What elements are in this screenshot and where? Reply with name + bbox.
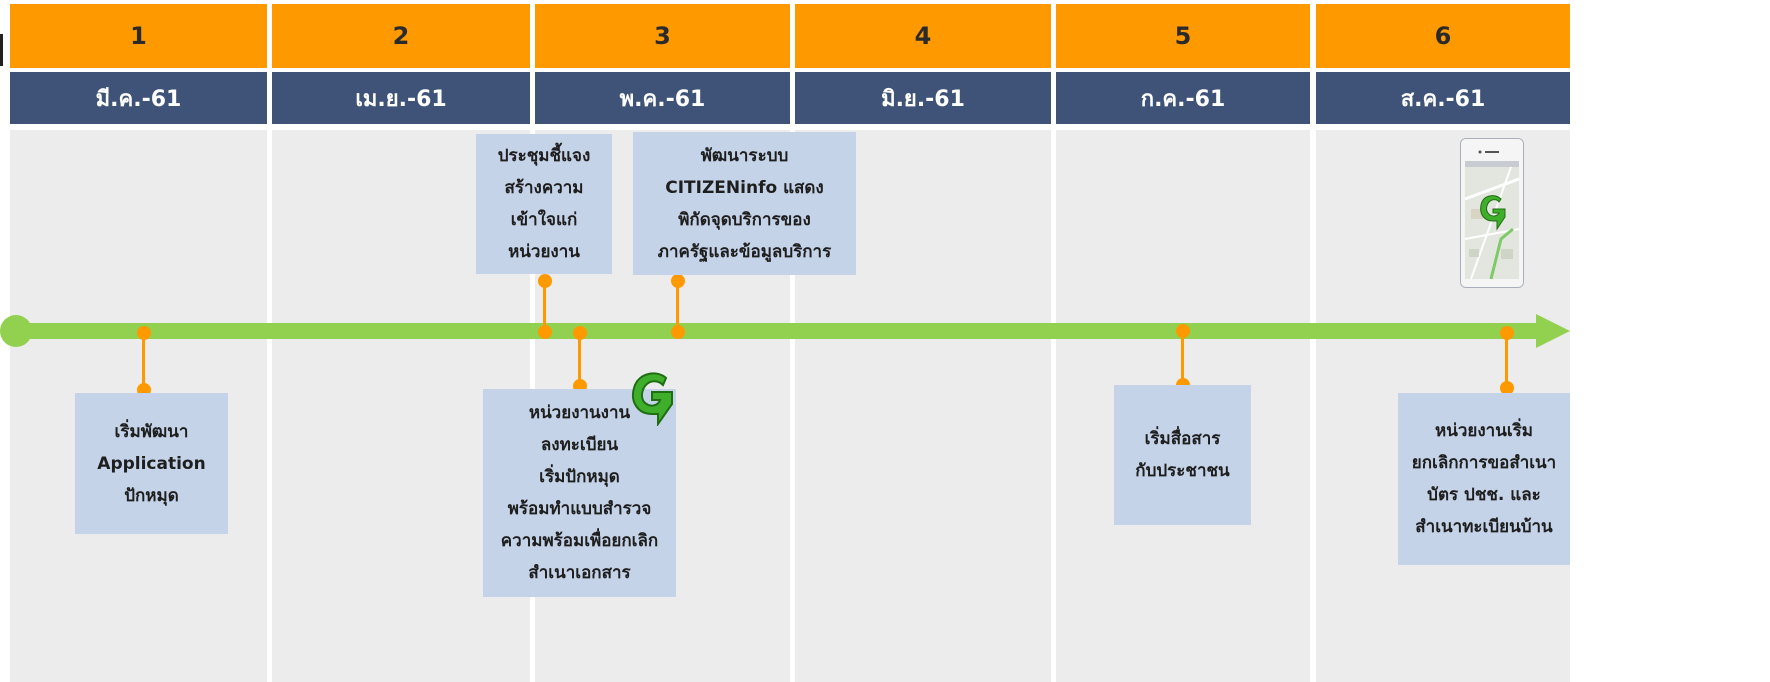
column-number-6: 6 bbox=[1316, 4, 1570, 68]
milestone-box-6: หน่วยงานเริ่ม ยกเลิกการขอสำเนา บัตร ปชช.… bbox=[1398, 393, 1570, 565]
column-number-1: 1 bbox=[10, 4, 267, 68]
column-month-6: ส.ค.-61 bbox=[1316, 72, 1570, 124]
column-month-5: ก.ค.-61 bbox=[1056, 72, 1310, 124]
milestone-box-4: พัฒนาระบบ CITIZENinfo แสดง พิกัดจุดบริกา… bbox=[633, 132, 856, 275]
connector-dot-6-bottom bbox=[1500, 381, 1514, 395]
connector-5 bbox=[1181, 333, 1184, 383]
column-month-3: พ.ค.-61 bbox=[535, 72, 790, 124]
connector-dot-5-top bbox=[1176, 324, 1190, 338]
phone-map-icon bbox=[1460, 138, 1524, 288]
column-number-4: 4 bbox=[795, 4, 1051, 68]
left-edge-mark bbox=[0, 34, 3, 66]
connector-dot-4-bottom bbox=[671, 325, 685, 339]
column-number-2: 2 bbox=[272, 4, 530, 68]
connector-4 bbox=[676, 280, 679, 332]
timeline-start-dot bbox=[0, 315, 32, 347]
column-month-1: มี.ค.-61 bbox=[10, 72, 267, 124]
connector-dot-2-bottom bbox=[538, 325, 552, 339]
g-logo-icon bbox=[632, 372, 673, 426]
connector-dot-6-top bbox=[1500, 326, 1514, 340]
connector-dot-1-top bbox=[137, 326, 151, 340]
column-number-5: 5 bbox=[1056, 4, 1310, 68]
milestone-box-3: หน่วยงานงาน ลงทะเบียน เริ่มปักหมุด พร้อม… bbox=[483, 389, 676, 597]
milestone-box-2: ประชุมชี้แจง สร้างความ เข้าใจแก่ หน่วยงา… bbox=[476, 134, 612, 274]
column-month-4: มิ.ย.-61 bbox=[795, 72, 1051, 124]
connector-1 bbox=[142, 338, 145, 390]
connector-dot-3-top bbox=[573, 326, 587, 340]
connector-dot-2-top bbox=[538, 274, 552, 288]
connector-dot-4-top bbox=[671, 274, 685, 288]
connector-6 bbox=[1505, 338, 1508, 388]
timeline-arrow-head bbox=[1536, 314, 1570, 348]
column-number-3: 3 bbox=[535, 4, 790, 68]
milestone-box-5: เริ่มสื่อสาร กับประชาชน bbox=[1114, 385, 1251, 525]
timeline-bar bbox=[14, 323, 1540, 339]
milestone-box-1: เริ่มพัฒนา Application ปักหมุด bbox=[75, 393, 228, 534]
connector-3 bbox=[578, 338, 581, 386]
connector-2 bbox=[543, 280, 546, 332]
column-month-2: เม.ย.-61 bbox=[272, 72, 530, 124]
